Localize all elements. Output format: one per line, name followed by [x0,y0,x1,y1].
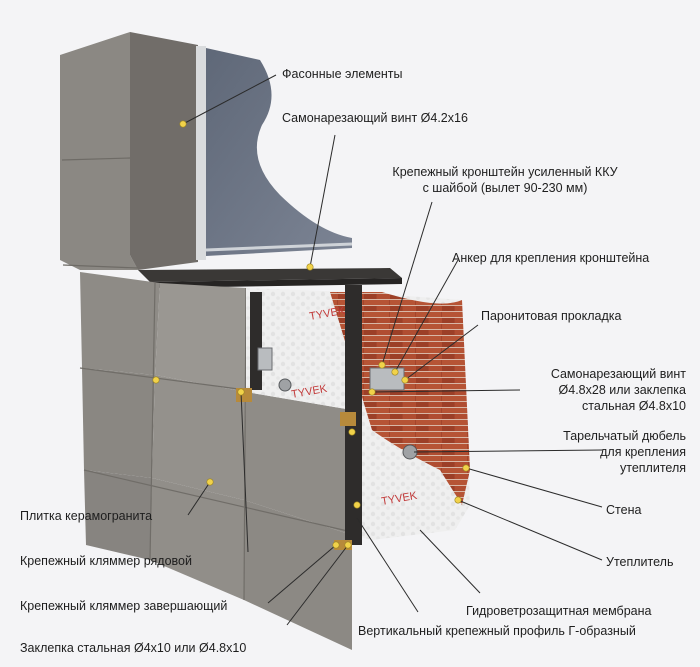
label-screw-mid-line1: Самонарезающий винт [550,367,686,381]
label-screw-mid-line2: Ø4.8x28 или заклепка [558,383,686,397]
tile-column-upper [60,32,138,270]
label-paronite: Паронитовая прокладка [481,309,622,323]
label-tile: Плитка керамогранита [20,509,153,523]
callout-dot [401,376,409,384]
callout-dot [306,263,314,271]
callout-dots [152,120,470,549]
label-insulation: Утеплитель [606,555,674,569]
callout-dot [237,388,245,396]
bracket [369,367,405,391]
callout-dot [179,120,187,128]
label-dowel-line2: для крепления [600,445,686,459]
label-screw-mid-line3: стальная Ø4.8x10 [582,399,686,413]
label-dowel: Тарельчатый дюбель для крепления утеплит… [500,428,690,476]
callout-dot [378,361,386,369]
label-anchor: Анкер для крепления кронштейна [452,251,650,265]
label-wall: Стена [606,503,642,517]
label-bracket: Крепежный кронштейн усиленный ККУ с шайб… [340,164,670,196]
callout-dot [348,428,356,436]
label-clip-row: Крепежный кляммер рядовой [20,554,192,568]
tile-field-lower [79,272,353,650]
leader-lines [182,74,603,626]
membrane-exposed [246,288,352,410]
callout-dot [454,496,462,504]
label-bracket-line2: с шайбой (вылет 90-230 мм) [422,181,588,195]
label-rivet: Заклепка стальная Ø4х10 или Ø4.8х10 [20,641,247,655]
callout-dot [391,368,399,376]
window-sill [138,268,402,282]
callout-dot [332,541,340,549]
callout-dot [344,541,352,549]
callout-dot [206,478,214,486]
label-bracket-line1: Крепежный кронштейн усиленный ККУ [392,165,618,179]
label-dowel-line1: Тарельчатый дюбель [563,429,686,443]
label-clip-end: Крепежный кляммер завершающий [20,599,228,613]
callout-dot [353,501,361,509]
callout-dot [368,388,376,396]
label-profile: Вертикальный крепежный профиль Г-образны… [358,624,636,638]
label-screw-top: Самонарезающий винт Ø4.2x16 [282,111,468,125]
label-dowel-line3: утеплителя [619,461,686,475]
callout-dot [462,464,470,472]
label-membrane: Гидроветрозащитная мембрана [466,604,652,618]
callout-dot [152,376,160,384]
window-reveal [130,32,198,270]
window-glass [206,48,352,256]
label-shaped-elements: Фасонные элементы [282,67,403,81]
facade-illustration: TYVEK TYVEK TYVEK [60,32,470,650]
window [196,46,353,260]
label-screw-mid: Самонарезающий винт Ø4.8x28 или заклепка… [500,366,690,414]
